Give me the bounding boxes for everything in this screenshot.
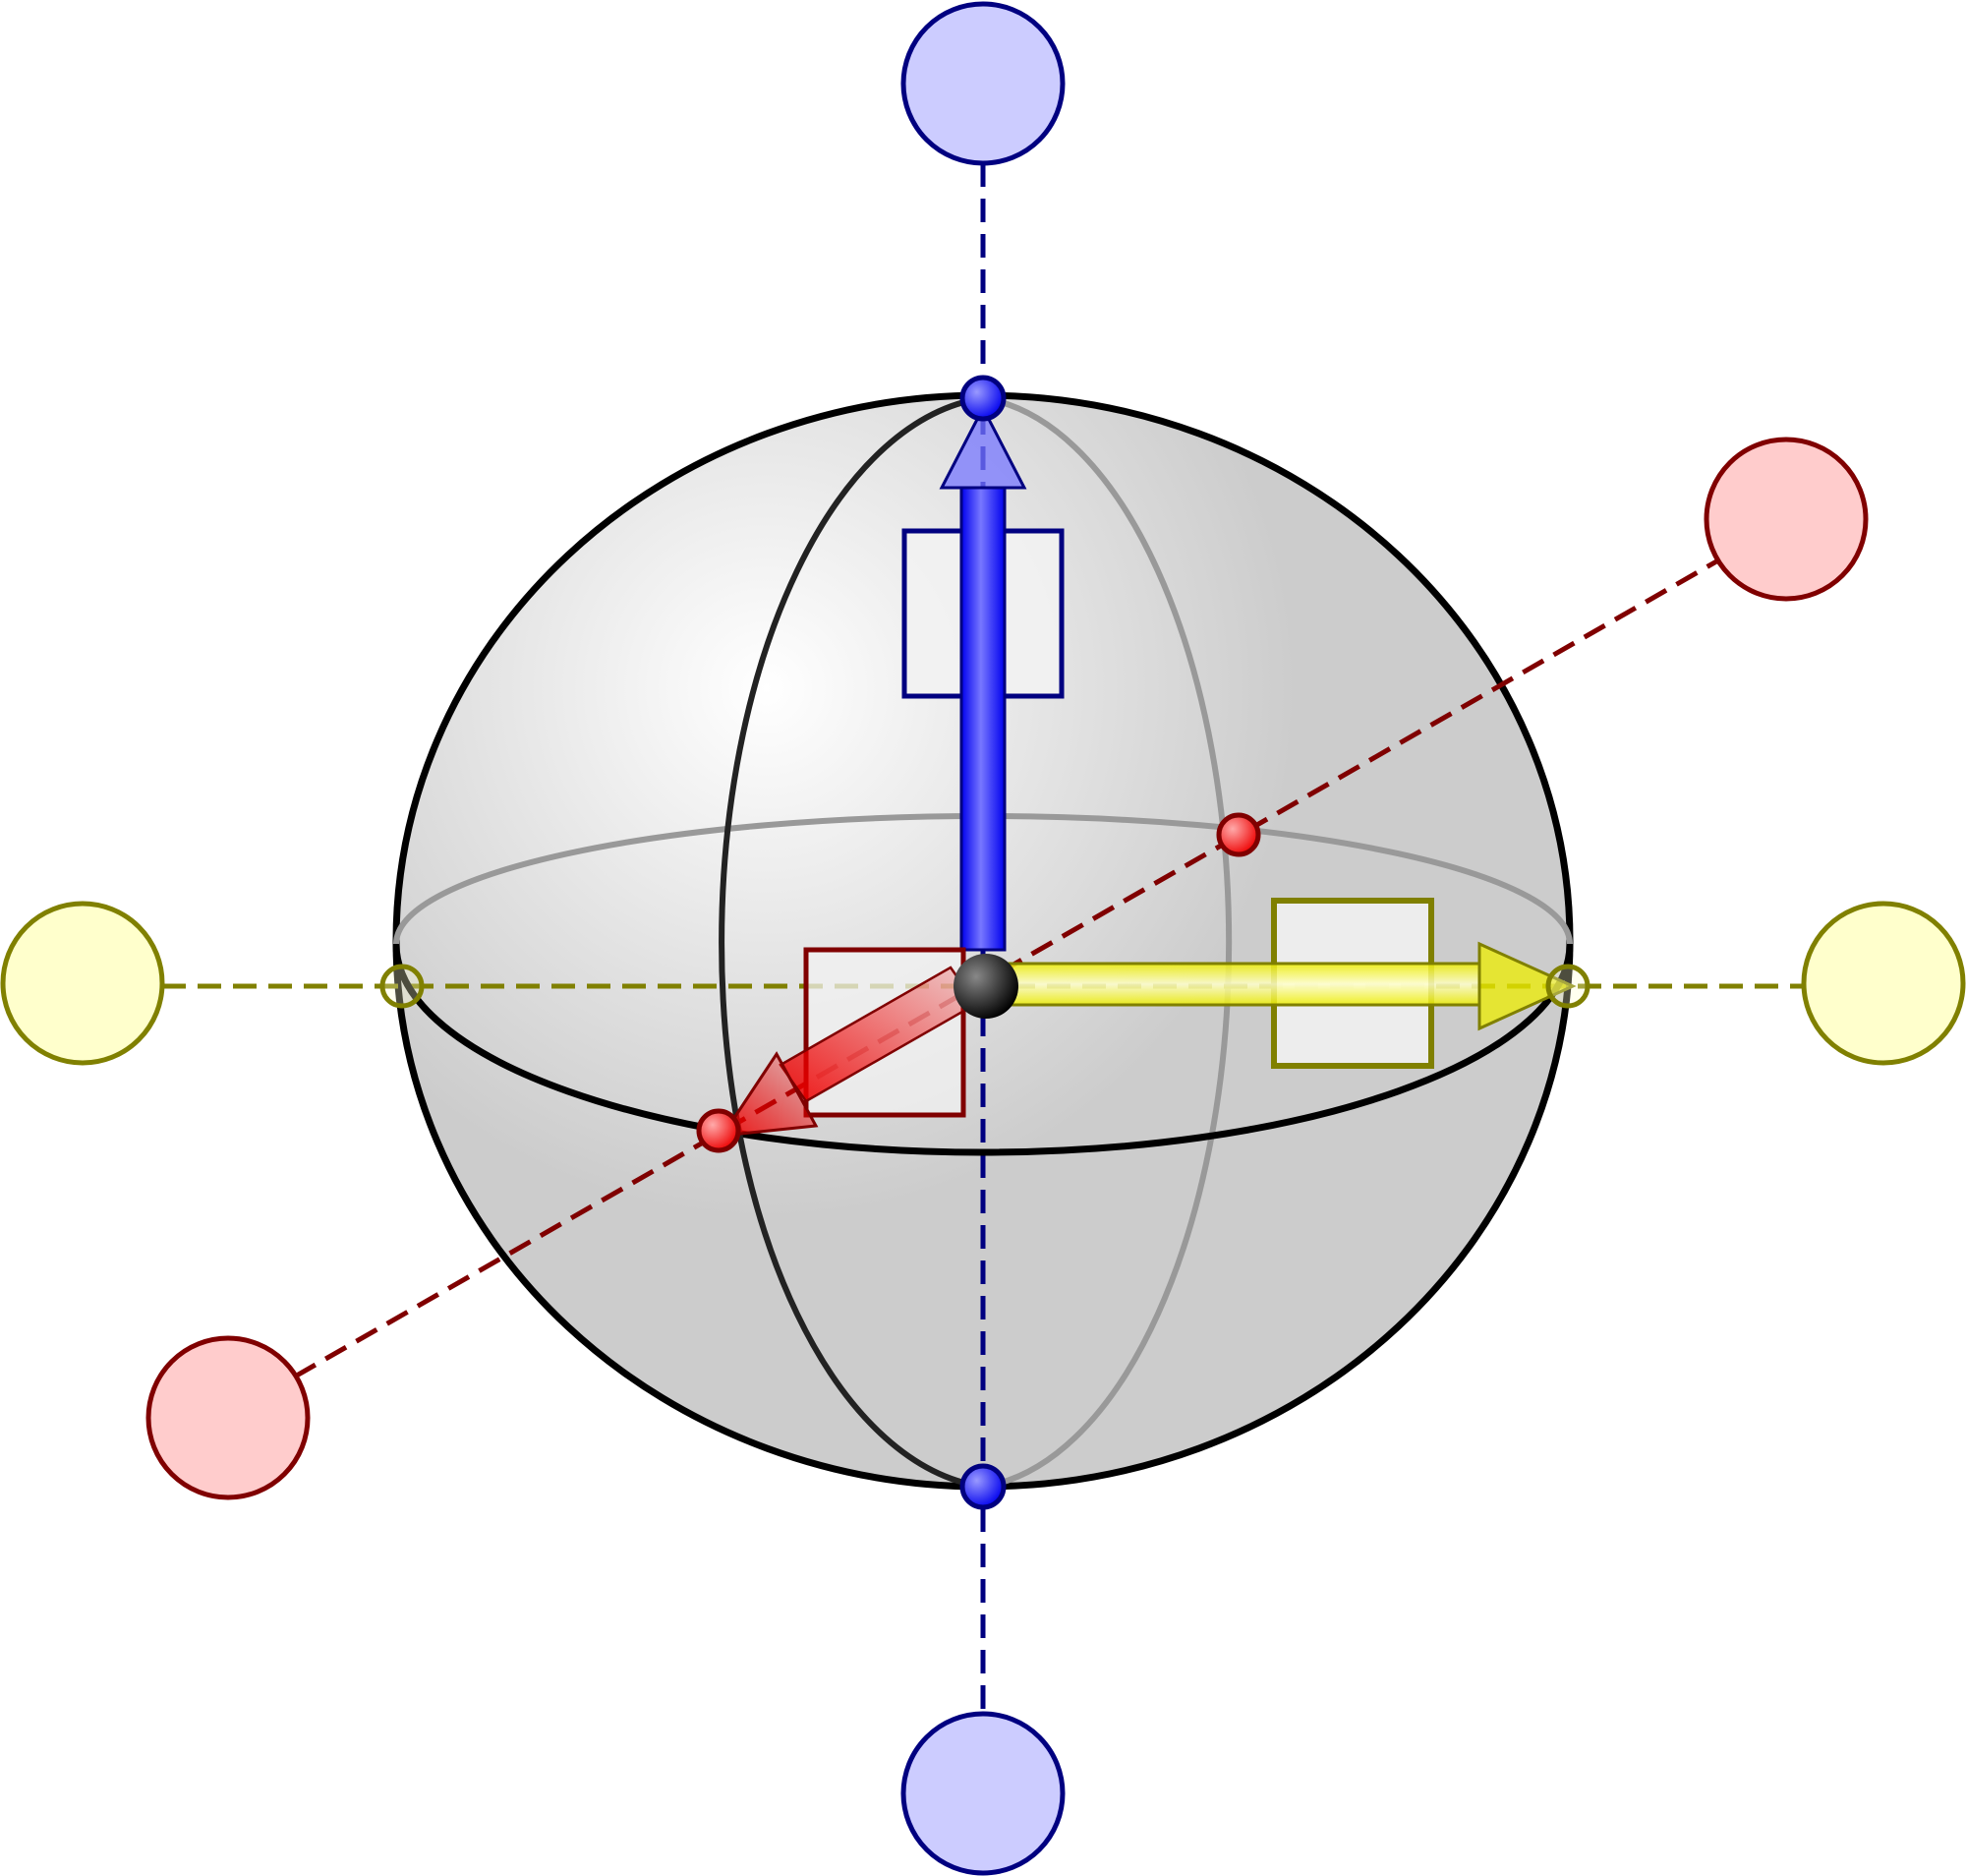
blue-arrow-head[interactable] bbox=[939, 404, 1027, 490]
yellow-left-dot bbox=[379, 964, 425, 1009]
blue-bottom-handle-circle[interactable] bbox=[900, 1711, 1066, 1876]
front-equator bbox=[392, 943, 1574, 1156]
front-meridian bbox=[719, 395, 984, 1490]
yellow-right-handle-circle[interactable] bbox=[1801, 901, 1966, 1066]
back-meridian bbox=[982, 395, 1233, 1490]
red-lower-handle-circle[interactable] bbox=[145, 1335, 311, 1500]
blue-arrow-shaft[interactable] bbox=[959, 486, 1007, 952]
blue-top-handle-circle[interactable] bbox=[900, 1, 1066, 166]
blue-bottom-pole-dot bbox=[959, 1463, 1007, 1510]
blue-top-pole-dot bbox=[959, 375, 1007, 422]
red-front-dot bbox=[696, 1108, 741, 1153]
center-ball[interactable] bbox=[954, 954, 1018, 1019]
red-back-dot bbox=[1216, 812, 1261, 857]
yellow-arrow-shaft[interactable] bbox=[981, 962, 1481, 1007]
yellow-arrow-head[interactable] bbox=[1477, 941, 1577, 1031]
yellow-right-dot bbox=[1545, 964, 1590, 1009]
red-arrow-head[interactable] bbox=[719, 1051, 819, 1138]
red-upper-handle-circle[interactable] bbox=[1704, 437, 1869, 602]
yellow-left-handle-circle[interactable] bbox=[0, 901, 165, 1066]
